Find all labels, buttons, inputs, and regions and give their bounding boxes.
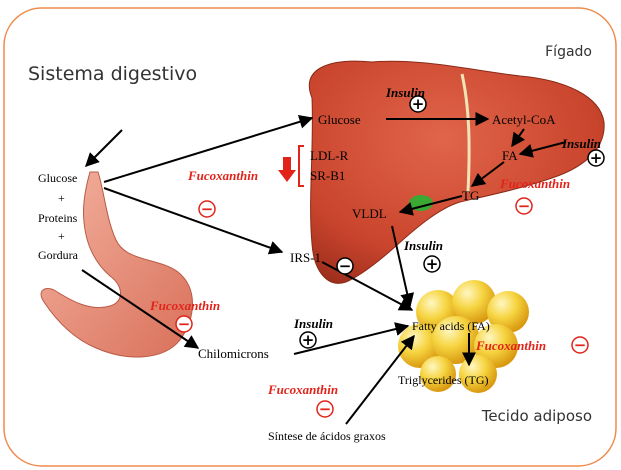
svg-text:−: − bbox=[339, 257, 352, 275]
down-arrow-icon bbox=[278, 157, 296, 182]
arrow-food-intake bbox=[86, 130, 122, 166]
fucoxanthin-label-stomach: Fucoxanthin bbox=[149, 298, 220, 313]
bracket-icon bbox=[299, 146, 304, 186]
fa-liver: FA bbox=[502, 148, 518, 163]
irs-1: IRS-1 bbox=[290, 250, 321, 265]
minus-circle-icon: − bbox=[337, 257, 353, 275]
triglycerides: Triglycerides (TG) bbox=[398, 373, 489, 387]
svg-text:−: − bbox=[574, 336, 587, 354]
plus-circle-icon: + bbox=[300, 331, 316, 349]
svg-text:−: − bbox=[178, 315, 191, 333]
svg-text:−: − bbox=[518, 197, 531, 215]
diet-glucose: Glucose bbox=[38, 171, 77, 185]
diet-proteins: Proteins bbox=[38, 211, 78, 225]
plus-circle-icon: + bbox=[588, 149, 604, 167]
minus-circle-icon: − bbox=[199, 200, 215, 218]
svg-text:+: + bbox=[426, 255, 439, 273]
acetyl-coa: Acetyl-CoA bbox=[492, 112, 556, 127]
svg-text:−: − bbox=[201, 200, 214, 218]
fucoxanthin-label-sintese: Fucoxanthin bbox=[267, 382, 338, 397]
fatty-acids: Fatty acids (FA) bbox=[412, 319, 490, 333]
svg-text:+: + bbox=[302, 331, 315, 349]
fucoxanthin-label-adipose: Fucoxanthin bbox=[475, 338, 546, 353]
chilomicrons: Chilomicrons bbox=[198, 346, 269, 361]
minus-circle-icon: − bbox=[317, 400, 333, 418]
liver-glucose: Glucose bbox=[318, 112, 361, 127]
insulin-label-vldl: Insulin bbox=[403, 238, 443, 253]
minus-circle-icon: − bbox=[572, 336, 588, 354]
plus-circle-icon: + bbox=[424, 255, 440, 273]
insulin-label-chilo: Insulin bbox=[293, 316, 333, 331]
arrow-to-irs1 bbox=[104, 188, 282, 252]
plus-1: + bbox=[58, 191, 65, 205]
plus-2: + bbox=[58, 229, 65, 243]
svg-text:−: − bbox=[319, 400, 332, 418]
minus-circle-icon: − bbox=[516, 197, 532, 215]
vldl: VLDL bbox=[352, 206, 387, 221]
sintese-acidos-graxos: Síntese de ácidos graxos bbox=[268, 429, 386, 443]
ldl-r: LDL-R bbox=[310, 148, 349, 163]
tg-liver: TG bbox=[462, 188, 479, 203]
title-sistema-digestivo: Sistema digestivo bbox=[28, 63, 197, 85]
minus-circle-icon: − bbox=[176, 315, 192, 333]
title-tecido-adiposo: Tecido adiposo bbox=[481, 407, 592, 425]
title-figado: Fígado bbox=[545, 44, 592, 60]
fucoxanthin-label-tg: Fucoxanthin bbox=[499, 176, 570, 191]
svg-text:+: + bbox=[412, 95, 425, 113]
diet-gordura: Gordura bbox=[38, 248, 79, 262]
fucoxanthin-label-ldl: Fucoxanthin bbox=[187, 168, 258, 183]
plus-circle-icon: + bbox=[410, 95, 426, 113]
sr-b1: SR-B1 bbox=[310, 168, 345, 183]
svg-text:+: + bbox=[590, 149, 603, 167]
liver-illustration bbox=[309, 61, 604, 283]
